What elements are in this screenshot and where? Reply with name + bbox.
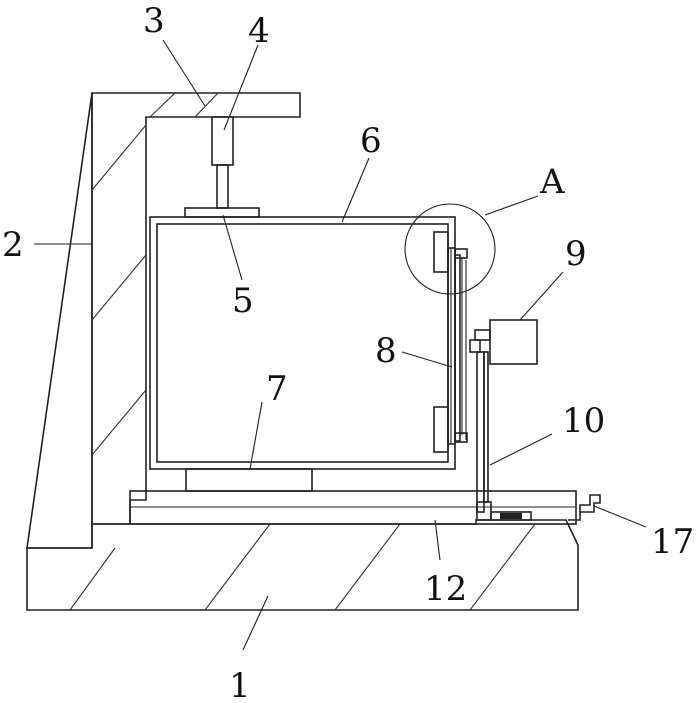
detail-circle-a (404, 203, 496, 295)
rail-part (129, 490, 577, 525)
label-10: 10 (562, 401, 605, 441)
base-part (26, 519, 579, 611)
cylinder-part (211, 116, 234, 209)
support-part (185, 468, 313, 492)
latch-part (568, 494, 601, 521)
label-5: 5 (232, 281, 254, 321)
label-12: 12 (424, 569, 467, 609)
label-3: 3 (143, 1, 165, 41)
label-4: 4 (248, 11, 270, 51)
top-arm-part (194, 92, 219, 118)
label-9: 9 (565, 234, 587, 274)
label-a: A (539, 162, 565, 202)
label-7: 7 (266, 369, 288, 409)
box-part (149, 216, 456, 470)
label-17: 17 (651, 522, 694, 562)
label-2: 2 (2, 225, 24, 265)
label-6: 6 (360, 121, 382, 161)
leader-lines (34, 39, 647, 651)
motor-part (469, 319, 538, 365)
wall-part (26, 92, 301, 549)
rod-part (476, 351, 532, 521)
pressure-plate-part (184, 207, 260, 218)
label-1: 1 (229, 666, 251, 703)
side-plate-part (433, 231, 468, 453)
label-8: 8 (375, 331, 397, 371)
